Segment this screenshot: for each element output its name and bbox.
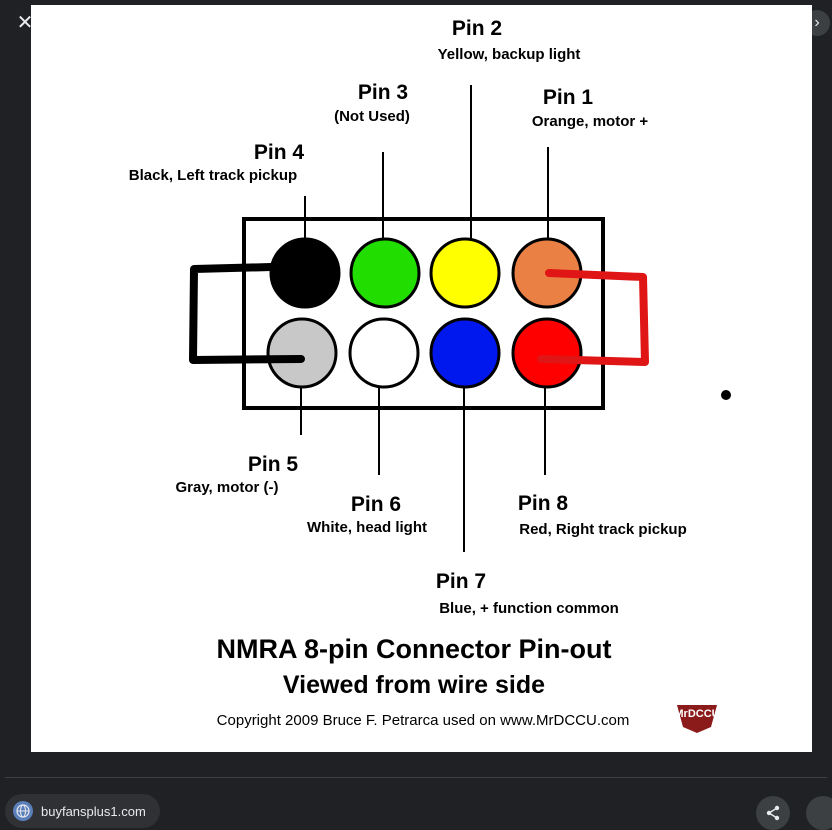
pin1-title: Pin 1: [543, 86, 594, 109]
close-icon[interactable]: ✕: [16, 12, 34, 34]
globe-icon: [13, 801, 33, 821]
pin1-desc: Orange, motor +: [532, 113, 649, 130]
pin6-desc: White, head light: [307, 519, 427, 536]
leader-lines: [300, 85, 549, 552]
pin5-circle: [266, 317, 338, 389]
copyright-text: Copyright 2009 Bruce F. Petrarca used on…: [217, 712, 630, 729]
connector-diagram-image: Pin 2 Yellow, backup light Pin 3 (Not Us…: [31, 5, 812, 752]
source-label: buyfansplus1.com: [41, 803, 146, 819]
pin4-title: Pin 4: [254, 141, 305, 164]
left-jumper-wire: [189, 263, 305, 364]
source-link[interactable]: buyfansplus1.com: [5, 794, 160, 828]
pin4-desc: Black, Left track pickup: [129, 167, 297, 184]
pin6-title: Pin 6: [351, 493, 401, 516]
pin2-desc: Yellow, backup light: [438, 46, 581, 63]
divider: [5, 777, 827, 778]
diagram-title: NMRA 8-pin Connector Pin-out: [217, 634, 612, 664]
pin5-desc: Gray, motor (-): [175, 479, 278, 496]
logo-text: MrDCCU: [674, 708, 719, 720]
pin8-circle: [511, 317, 583, 389]
pin7-title: Pin 7: [436, 570, 486, 593]
stray-dot: [721, 390, 731, 400]
pin7-circle: [429, 317, 501, 389]
diagram-subtitle: Viewed from wire side: [283, 671, 545, 699]
pin5-title: Pin 5: [248, 453, 299, 476]
pin4-circle: [269, 237, 341, 309]
mrdccu-logo: MrDCCU: [674, 705, 720, 733]
pin8-desc: Red, Right track pickup: [519, 521, 687, 538]
pin7-desc: Blue, + function common: [439, 600, 619, 617]
pin8-title: Pin 8: [518, 492, 569, 515]
pin3-circle: [349, 237, 421, 309]
pin6-circle: [348, 317, 420, 389]
connector-diagram: Pin 2 Yellow, backup light Pin 3 (Not Us…: [129, 17, 731, 733]
pin2-circle: [429, 237, 501, 309]
pin3-title: Pin 3: [358, 81, 408, 104]
pin2-title: Pin 2: [452, 17, 502, 40]
pin3-desc: (Not Used): [334, 108, 410, 125]
share-icon[interactable]: [756, 796, 790, 830]
more-options-button[interactable]: [806, 796, 832, 830]
right-jumper-wire: [537, 269, 649, 366]
